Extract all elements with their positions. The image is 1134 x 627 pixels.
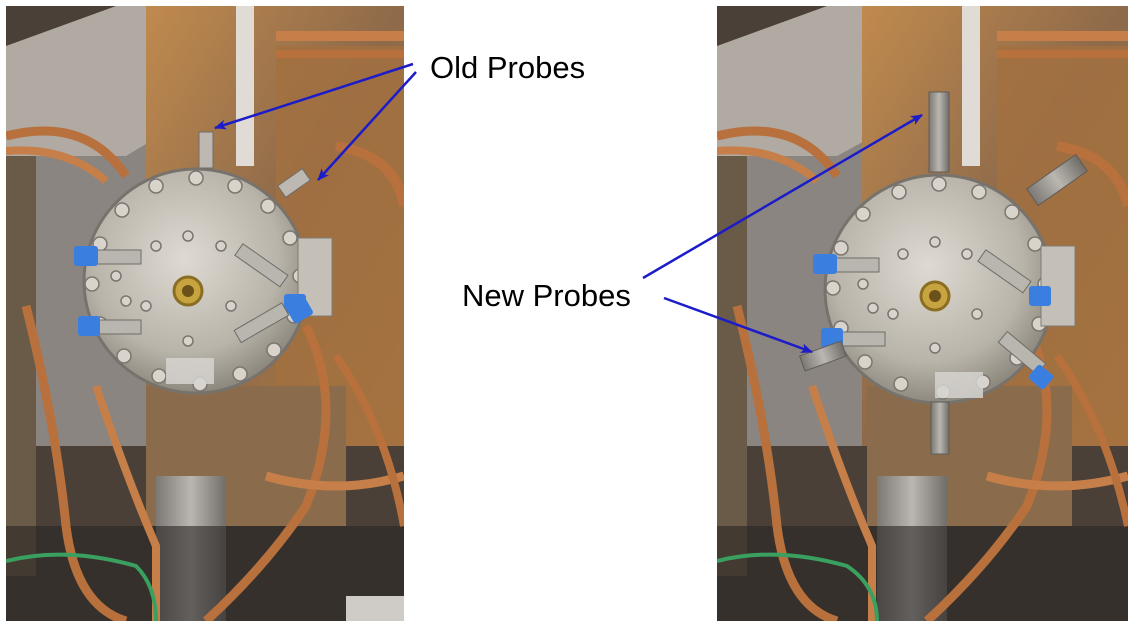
new-probes-label: New Probes — [462, 278, 631, 313]
old-probe-arrow-top — [214, 62, 414, 130]
new-probe-arrow-top — [642, 113, 923, 280]
photo-after — [717, 6, 1128, 621]
photo-before — [6, 6, 404, 621]
flange-assembly-new — [717, 6, 1128, 621]
flange-assembly-old — [6, 6, 404, 621]
old-probe-arrow-side — [317, 71, 417, 181]
new-probe-arrow-side — [663, 296, 813, 354]
old-probes-label: Old Probes — [430, 50, 586, 85]
